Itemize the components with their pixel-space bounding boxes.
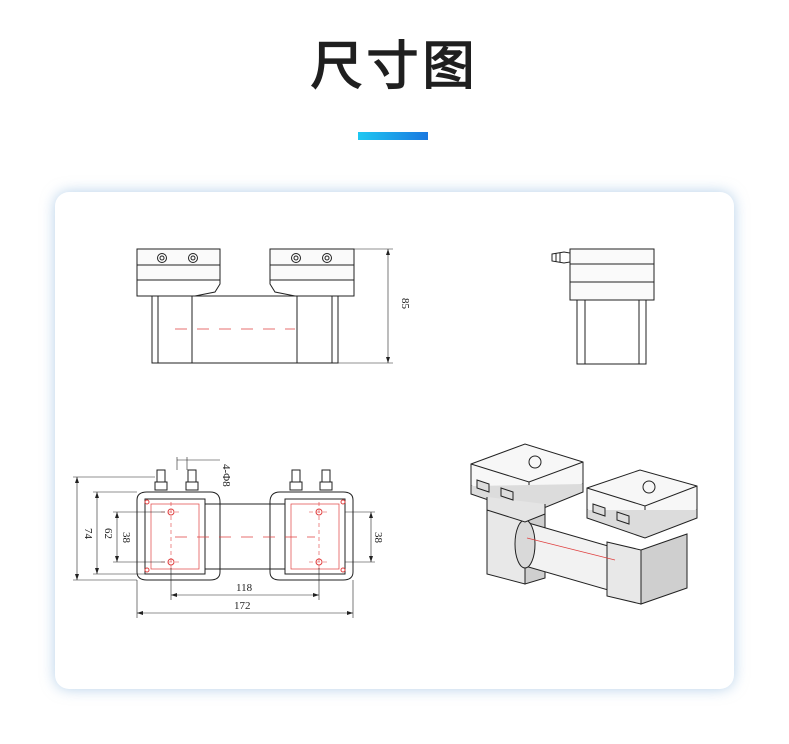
side-view bbox=[551, 248, 655, 365]
dim-hole-spacing-width-label: 118 bbox=[236, 582, 253, 594]
front-view bbox=[136, 248, 393, 364]
isometric-view bbox=[470, 443, 698, 605]
dim-hole-spacing-right-label: 38 bbox=[372, 532, 384, 544]
title-accent-bar bbox=[358, 132, 428, 140]
dimension-drawing: 85 4-Φ8 74 62 38 38 118 172 bbox=[73, 248, 698, 618]
drawing-card: 85 4-Φ8 74 62 38 38 118 172 bbox=[55, 192, 734, 689]
dim-hole-spec-label: 4-Φ8 bbox=[220, 464, 232, 487]
page-title: 尺寸图 bbox=[310, 37, 479, 97]
dim-height-label: 85 bbox=[399, 298, 411, 310]
dim-total-width-label: 172 bbox=[234, 600, 251, 612]
top-view bbox=[136, 469, 354, 581]
dim-mid-height-label: 62 bbox=[102, 528, 114, 539]
dim-hole-spacing-left-label: 38 bbox=[120, 532, 132, 544]
dim-outer-height-label: 74 bbox=[82, 528, 94, 540]
